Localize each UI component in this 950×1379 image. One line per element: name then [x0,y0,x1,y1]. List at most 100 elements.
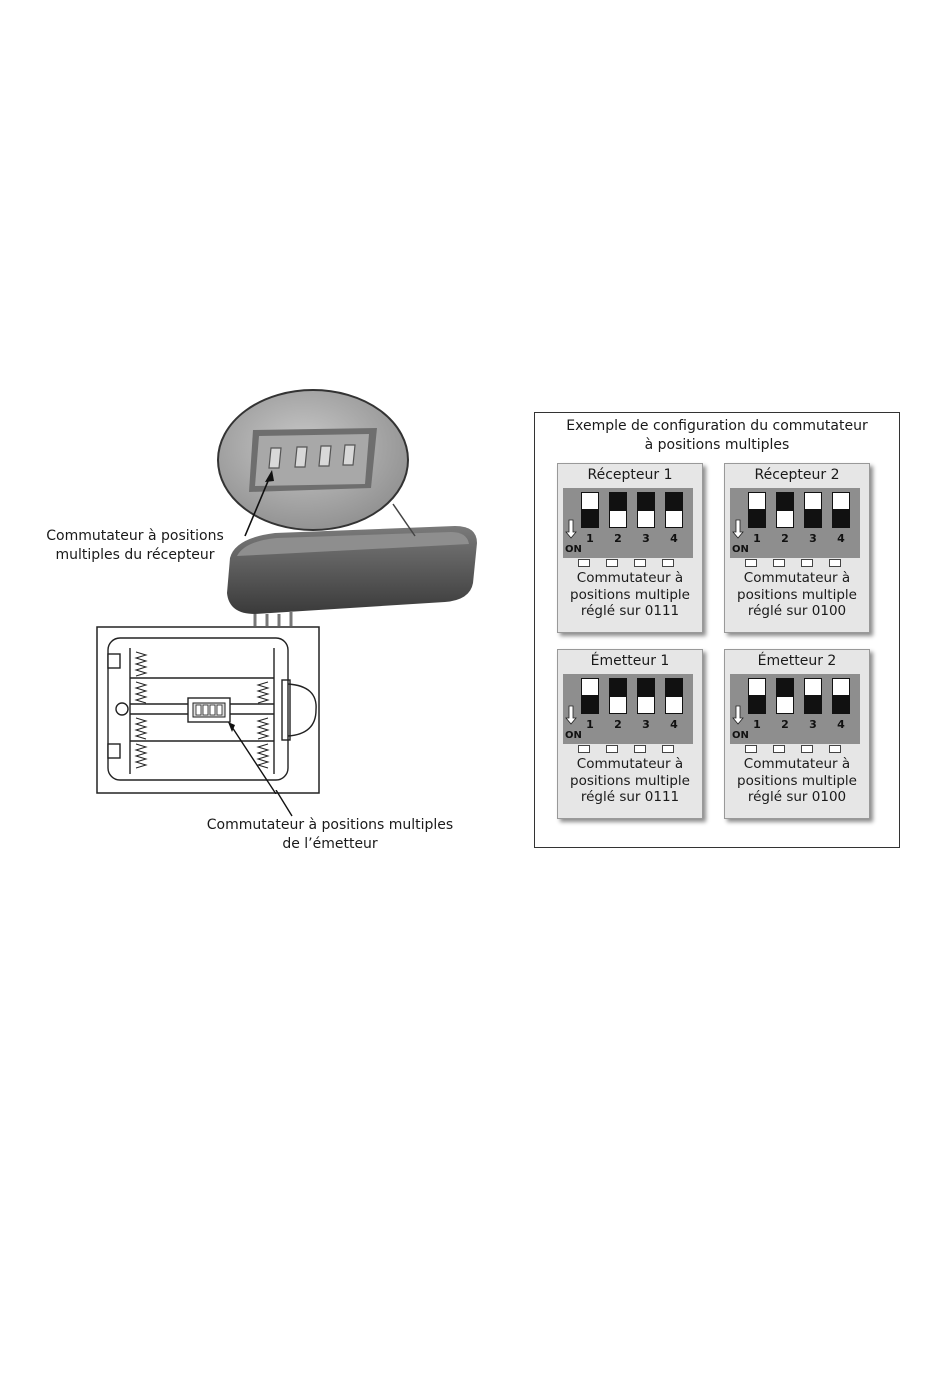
panel-label: Récepteur 2 [754,467,840,483]
dip-pin [801,559,813,567]
setting-note-line: réglé sur 0111 [580,603,680,619]
dip-pins [741,559,851,569]
dip-pin [773,745,785,753]
dip-knob-4 [666,511,682,527]
dip-pin [578,745,590,753]
dip-pin [829,745,841,753]
setting-note-line: Commutateur à [743,570,851,586]
dip-switch: ON 1 2 3 4 [563,488,693,558]
dip-knob-4 [833,679,849,695]
setting-note-line: Commutateur à [743,756,851,772]
dip-pin [801,745,813,753]
on-label: ON [732,544,749,555]
dip-pin [745,745,757,753]
config-example-box: Exemple de configuration du commutateur … [534,412,900,848]
config-title: Exemple de configuration du commutateur … [566,418,868,453]
switch-number: 3 [642,718,650,731]
setting-note-line: positions multiple [570,586,690,603]
dip-knob-2 [777,697,793,713]
on-label: ON [732,730,749,741]
dip-pins [741,745,851,755]
switch-number: 1 [753,718,761,731]
on-label: ON [565,730,582,741]
switch-number: 1 [586,718,594,731]
receiver-box [227,503,477,626]
on-arrow-icon [565,519,577,539]
pointer-arrow [244,470,274,537]
switch-number: 3 [642,532,650,545]
switch-number: 2 [781,532,789,545]
dip-knob-1 [582,679,598,695]
setting-note-line: Commutateur à [576,570,684,586]
setting-note-line: Commutateur à [576,756,684,772]
spring-contacts [134,651,270,769]
pointer-arrow-extension [275,790,293,817]
dip-knob-2 [610,511,626,527]
dip-pin [773,559,785,567]
transmitter-dip-switch [187,697,231,723]
transmitter-illustration [96,626,320,794]
receiver-switch-caption: Commutateur à positions multiples du réc… [46,528,224,563]
dip-pins [574,559,684,569]
pointer-arrow [228,722,277,794]
dip-knob-1 [582,493,598,509]
switch-number: 2 [614,718,622,731]
receiver-illustration [217,389,477,626]
on-arrow-icon [732,705,744,725]
battery-compartment [107,637,317,781]
switch-number: 3 [809,532,817,545]
switch-number: 4 [837,532,845,545]
switch-number: 1 [753,532,761,545]
on-arrow-icon [565,705,577,725]
magnifier-circle [217,389,409,537]
on-label: ON [565,544,582,555]
switch-number: 2 [614,532,622,545]
switch-number: 4 [670,532,678,545]
dip-knob-2 [777,511,793,527]
setting-note-line: positions multiple [737,772,857,789]
dip-pin [578,559,590,567]
dip-knob-1 [749,679,765,695]
dip-pin [745,559,757,567]
dip-knob-4 [833,493,849,509]
dip-pin [634,559,646,567]
dip-knob-3 [805,679,821,695]
panel-label: Émetteur 1 [590,653,670,669]
setting-note-line: réglé sur 0100 [747,789,847,805]
setting-note-line: positions multiple [737,586,857,603]
dip-knob-2 [610,697,626,713]
panel-label: Récepteur 1 [587,467,673,483]
dip-pin [829,559,841,567]
dip-pin [606,745,618,753]
setting-note-line: réglé sur 0100 [747,603,847,619]
transmitter-switch-caption: Commutateur à positions multiples de l’é… [206,817,454,852]
receiver-dip-switch [249,428,377,492]
dip-knob-4 [666,697,682,713]
dip-knob-1 [749,493,765,509]
dip-pin [662,559,674,567]
dip-knob-3 [638,697,654,713]
switch-number: 2 [781,718,789,731]
dip-pin [662,745,674,753]
setting-note-line: positions multiple [570,772,690,789]
dip-switch: ON 1 2 3 4 [730,674,860,744]
switch-number: 4 [837,718,845,731]
switch-number: 1 [586,532,594,545]
dip-knob-3 [805,493,821,509]
switch-number: 3 [809,718,817,731]
dip-switch: ON 1 2 3 4 [730,488,860,558]
on-arrow-icon [732,519,744,539]
dip-pin [634,745,646,753]
panel-label: Émetteur 2 [757,653,837,669]
setting-note-line: réglé sur 0111 [580,789,680,805]
dip-pins [574,745,684,755]
dip-pin [606,559,618,567]
